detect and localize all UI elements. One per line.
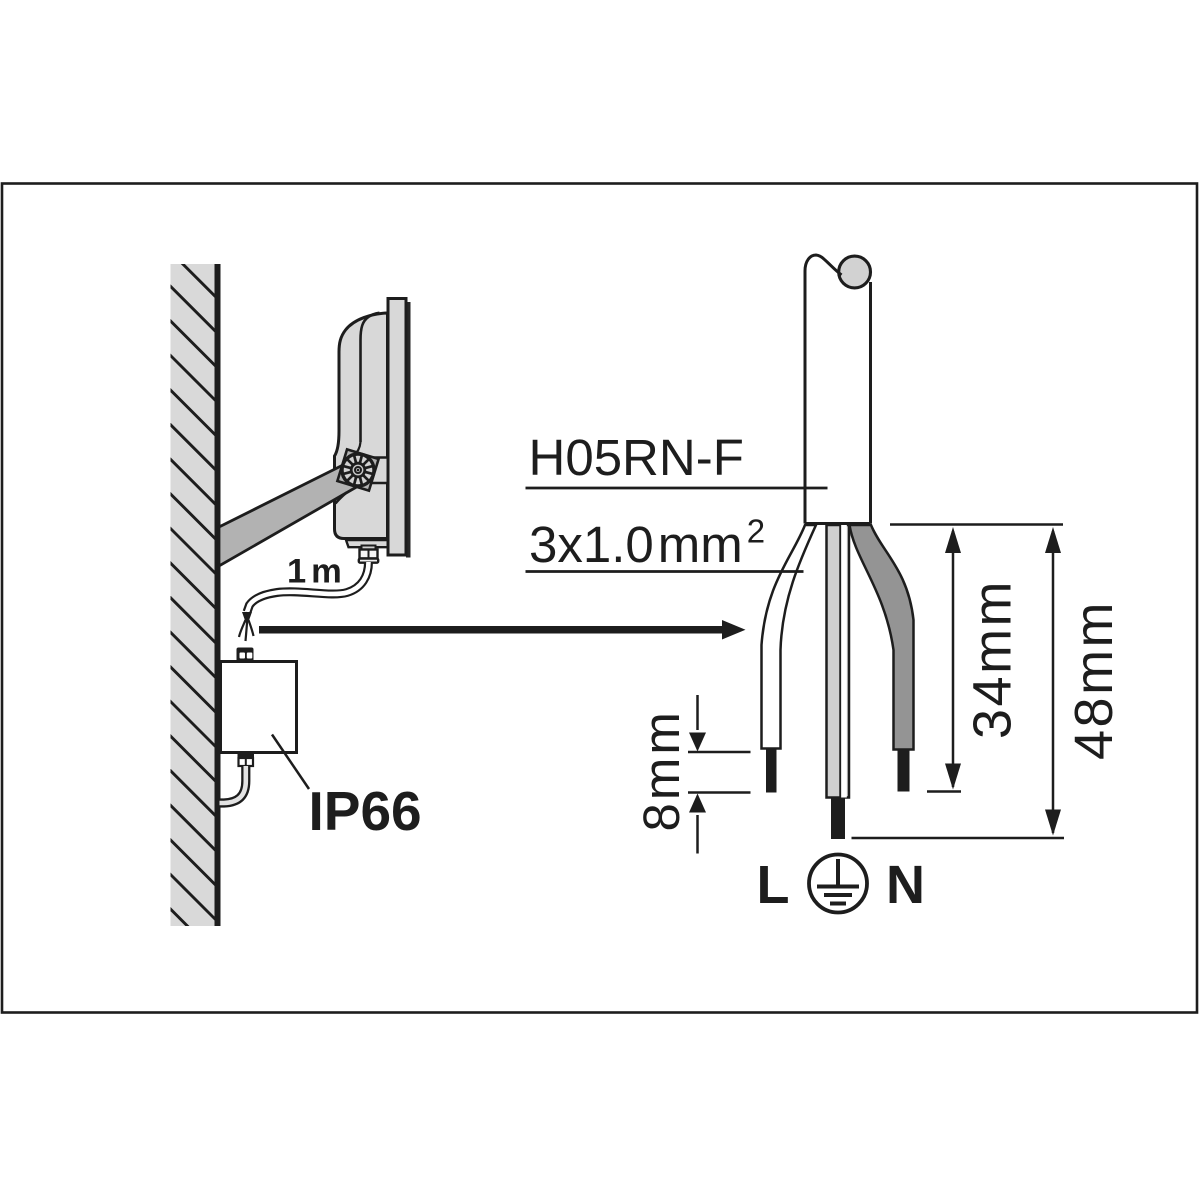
- svg-text:8mm: 8mm: [633, 709, 690, 831]
- svg-text:IP66: IP66: [309, 780, 422, 842]
- svg-text:L: L: [757, 855, 790, 915]
- svg-text:34mm: 34mm: [963, 579, 1023, 739]
- svg-text:N: N: [886, 855, 925, 915]
- svg-text:48mm: 48mm: [1064, 600, 1124, 760]
- svg-text:1m: 1m: [287, 553, 347, 591]
- svg-text:H05RN-F: H05RN-F: [529, 429, 744, 486]
